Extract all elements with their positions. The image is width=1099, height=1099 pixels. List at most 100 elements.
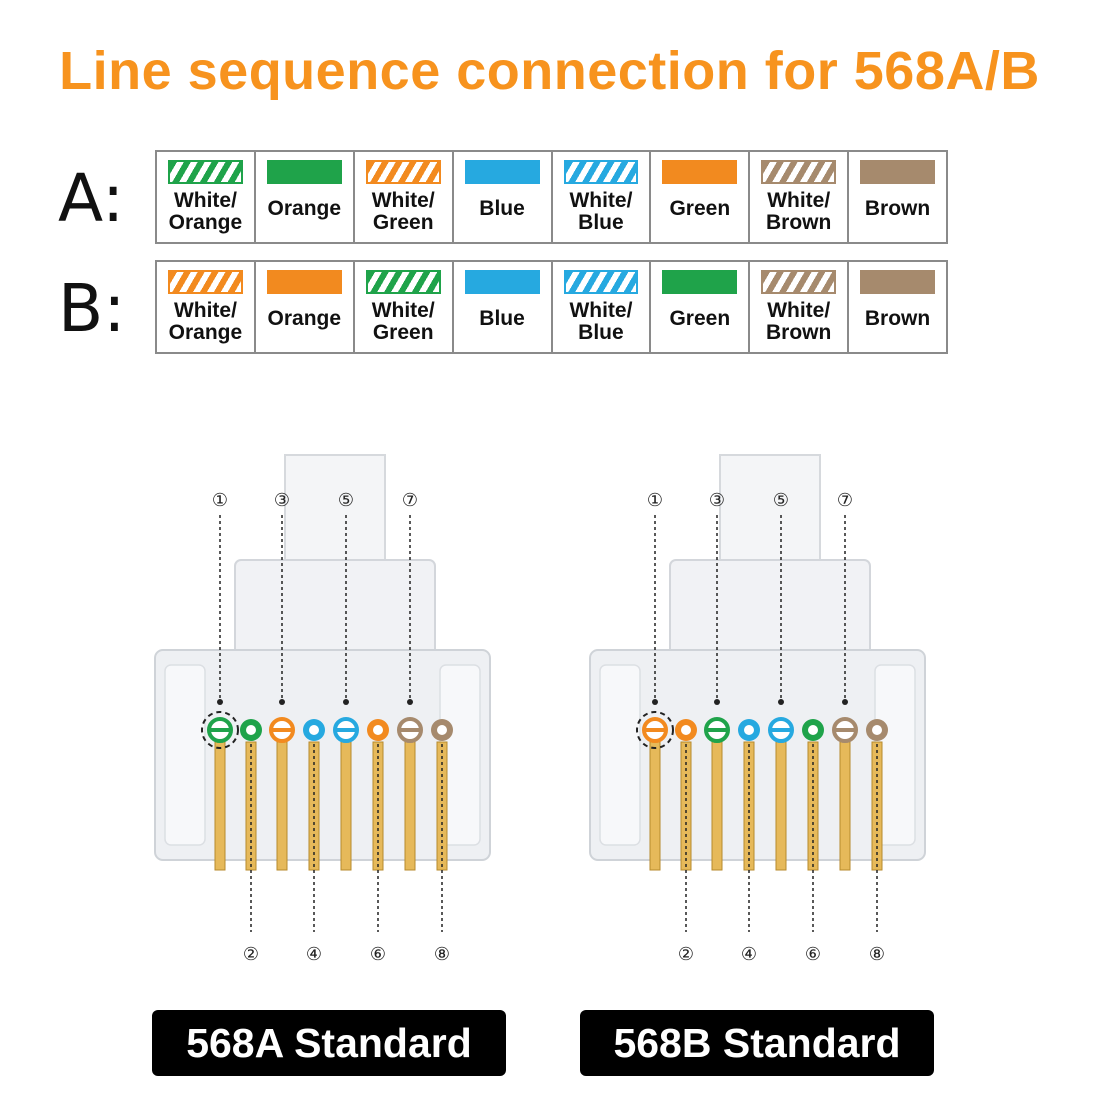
solid-swatch: [662, 160, 738, 184]
striped-swatch: [168, 270, 243, 294]
striped-swatch: [563, 160, 639, 184]
standard-label-568b: 568B Standard: [580, 1010, 934, 1076]
cell-label-line1: White/: [173, 299, 237, 322]
cell-label: Orange: [256, 308, 353, 330]
pin-number: ④: [306, 944, 322, 965]
wire-stripe: [337, 728, 355, 732]
cell-label: White/Brown: [750, 300, 847, 344]
pin-leader-dot: [778, 699, 784, 705]
wire-stripe: [836, 728, 854, 732]
code-cell: Brown: [849, 152, 946, 242]
pin-number: ⑦: [837, 490, 853, 511]
cell-label-line1: White/: [767, 299, 831, 322]
gold-contact: [711, 741, 723, 871]
cell-label-line2: Green: [372, 211, 434, 234]
gold-contact: [340, 741, 352, 871]
code-cell: White/Brown: [750, 152, 850, 242]
code-cell: Green: [651, 152, 751, 242]
pin-number: ⑤: [338, 490, 354, 511]
cell-label-line1: Brown: [864, 307, 931, 330]
cell-label-line2: Blue: [578, 321, 624, 344]
wire-core: [808, 725, 818, 735]
pin-number: ⑥: [370, 944, 386, 965]
cell-label-line1: Orange: [267, 197, 342, 220]
code-cell: White/Blue: [553, 262, 652, 352]
gold-contact: [214, 741, 226, 871]
cell-label-line1: White/: [173, 189, 237, 212]
cell-label: White/Green: [355, 190, 452, 234]
cell-label-line2: Green: [372, 321, 434, 344]
striped-swatch: [563, 270, 639, 294]
wire-core: [872, 725, 882, 735]
cell-label: White/Orange: [157, 300, 254, 344]
code-cell: Orange: [256, 262, 355, 352]
wire-core: [681, 725, 691, 735]
gold-contact: [775, 741, 787, 871]
cell-label: Green: [651, 308, 748, 330]
pin-leader-dot: [279, 699, 285, 705]
wire-stripe: [401, 728, 419, 732]
code-cell: Green: [651, 262, 751, 352]
wire-stripe: [273, 728, 291, 732]
cell-label-line2: Orange: [168, 321, 243, 344]
pin-number: ⑥: [805, 944, 821, 965]
cell-label-line1: Brown: [864, 197, 931, 220]
cell-label-line2: Brown: [766, 211, 832, 234]
solid-swatch: [464, 270, 540, 294]
code-cell: White/Blue: [553, 152, 652, 242]
pin-number: ③: [274, 490, 290, 511]
wire-stripe: [708, 728, 726, 732]
standard-label-568a: 568A Standard: [152, 1010, 506, 1076]
code-cell: Blue: [454, 262, 553, 352]
solid-swatch: [266, 270, 342, 294]
code-cell: Blue: [454, 152, 553, 242]
striped-swatch: [761, 160, 837, 184]
wire-stripe: [646, 728, 664, 732]
pin-leader-dot: [714, 699, 720, 705]
cell-label: White/Orange: [157, 190, 254, 234]
code-cell: Orange: [256, 152, 355, 242]
striped-swatch: [365, 160, 441, 184]
pin-leader-dot: [842, 699, 848, 705]
solid-swatch: [860, 270, 935, 294]
pin-number: ③: [709, 490, 725, 511]
cell-label: Green: [651, 198, 748, 220]
pin-number: ①: [647, 490, 663, 511]
wire-stripe: [772, 728, 790, 732]
solid-swatch: [266, 160, 342, 184]
cell-label: Blue: [454, 308, 551, 330]
code-cell: Brown: [849, 262, 946, 352]
cell-label-line1: White/: [569, 299, 633, 322]
row-label-b: B:: [58, 270, 126, 347]
code-cell: White/Green: [355, 262, 454, 352]
striped-swatch: [365, 270, 441, 294]
pin-number: ④: [741, 944, 757, 965]
cell-label-line2: Blue: [578, 211, 624, 234]
cell-label-line1: Green: [669, 197, 731, 220]
cell-label-line1: White/: [371, 299, 435, 322]
striped-swatch: [168, 160, 243, 184]
code-cell: White/Green: [355, 152, 454, 242]
gold-contact: [404, 741, 416, 871]
cell-label-line1: White/: [569, 189, 633, 212]
solid-swatch: [860, 160, 935, 184]
cell-label-line1: Green: [669, 307, 731, 330]
cell-label-line2: Brown: [766, 321, 832, 344]
gold-contact: [839, 741, 851, 871]
pin-leader-dot: [217, 699, 223, 705]
pin-1-highlight: [636, 711, 674, 749]
pin-leader-dot: [407, 699, 413, 705]
solid-swatch: [464, 160, 540, 184]
cell-label-line2: Orange: [168, 211, 243, 234]
pin-leader-dot: [343, 699, 349, 705]
wire-stripe: [211, 728, 229, 732]
cell-label-line1: Blue: [479, 307, 525, 330]
pin-number: ①: [212, 490, 228, 511]
code-cell: White/Orange: [157, 152, 256, 242]
